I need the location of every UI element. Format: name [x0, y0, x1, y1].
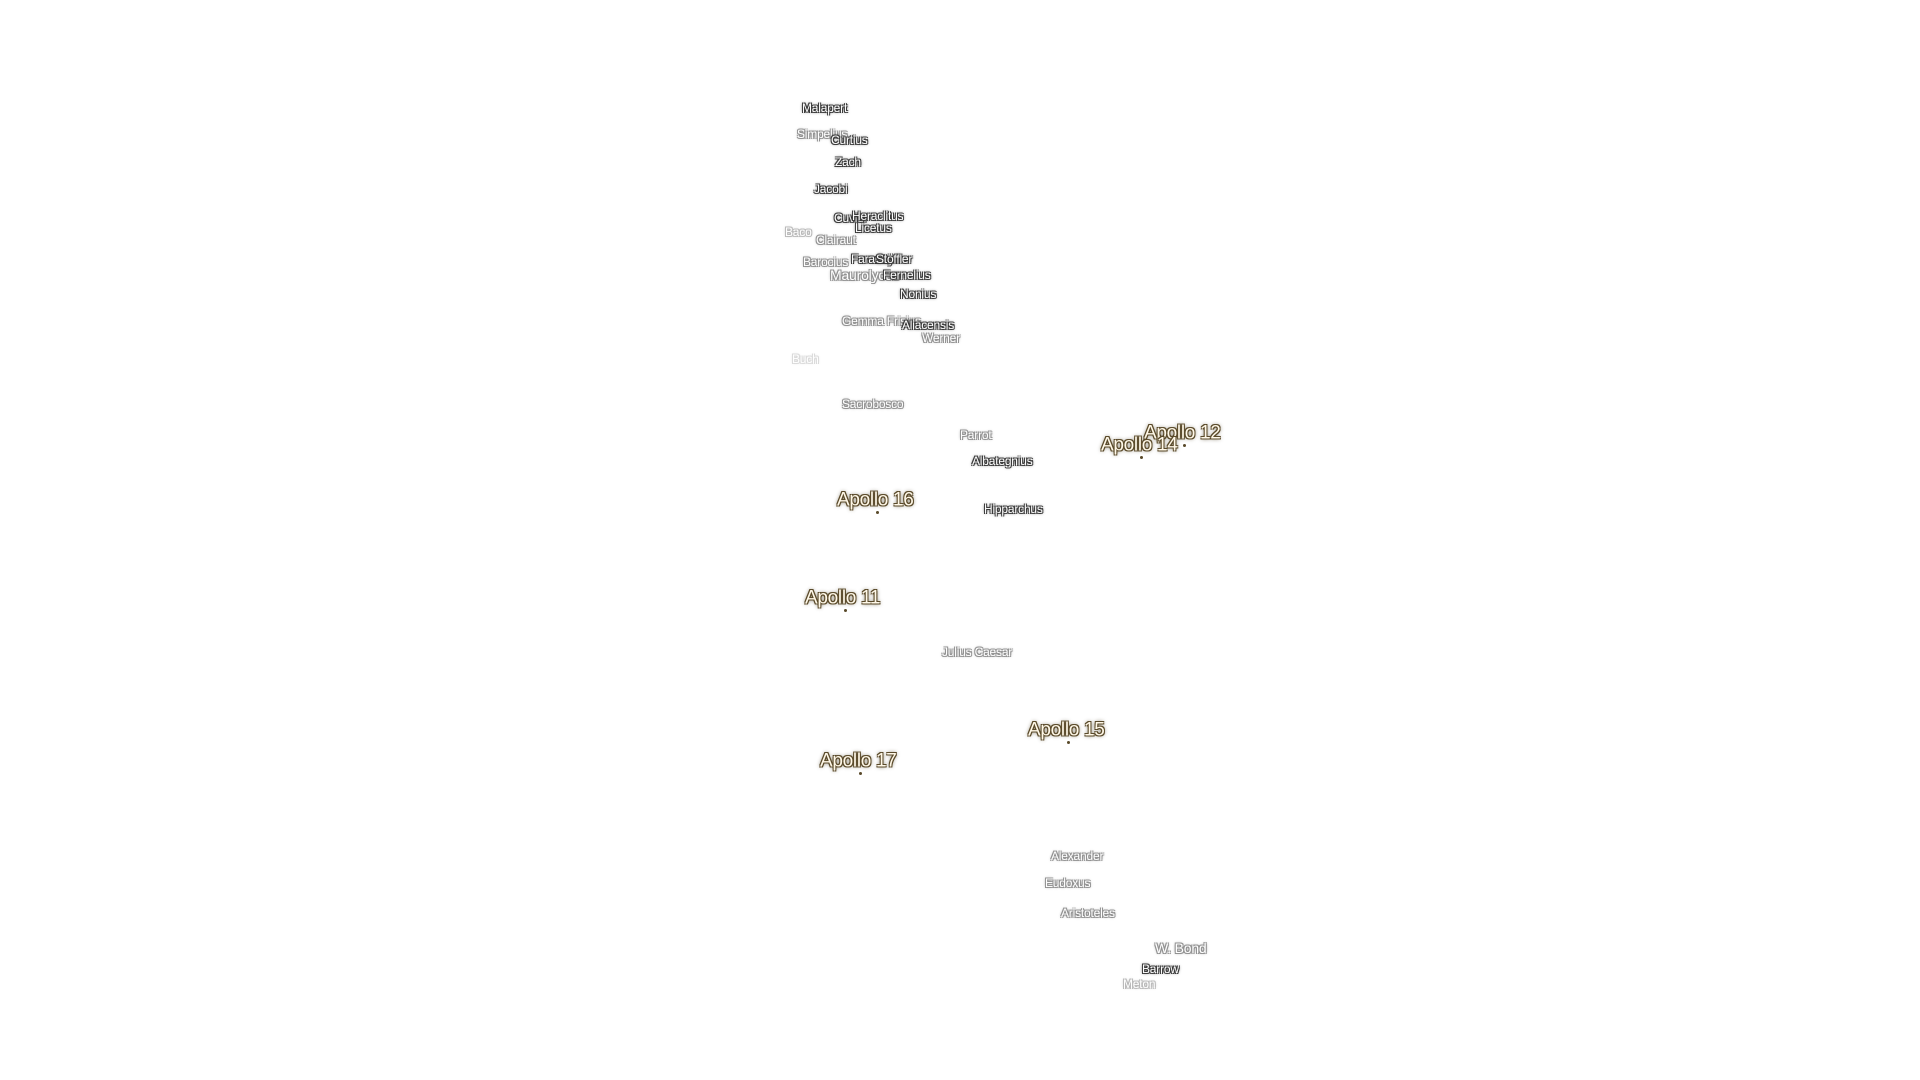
crater-label-faraday[interactable]: Faraday: [851, 252, 894, 266]
crater-label-buch[interactable]: Buch: [792, 352, 819, 366]
crater-label-nonius[interactable]: Nonius: [900, 287, 937, 301]
crater-label-hipparchus[interactable]: Hipparchus: [984, 502, 1043, 516]
apollo-12-label[interactable]: Apollo 12: [1144, 422, 1221, 444]
crater-label-aliacensis[interactable]: Aliacensis: [902, 318, 955, 332]
crater-label-barrow[interactable]: Barrow: [1142, 962, 1179, 976]
crater-label-barocius[interactable]: Barocius: [803, 255, 849, 269]
crater-label-fernelius[interactable]: Fernelius: [883, 268, 931, 282]
crater-label-eudoxus[interactable]: Eudoxus: [1045, 876, 1091, 890]
crater-label-baco[interactable]: Baco: [785, 225, 812, 239]
crater-label-maurolycus[interactable]: Maurolycus: [830, 267, 900, 283]
crater-label-clairaut[interactable]: Clairaut: [816, 233, 856, 247]
crater-label-curtius[interactable]: Curtius: [831, 133, 868, 147]
crater-label-aristoteles[interactable]: Aristoteles: [1061, 906, 1115, 920]
crater-label-sacrobosco[interactable]: Sacrobosco: [842, 397, 904, 411]
apollo-12-marker[interactable]: [1183, 444, 1186, 447]
apollo-15-marker[interactable]: [1067, 741, 1070, 744]
crater-label-zach[interactable]: Zach: [835, 155, 861, 169]
crater-label-gemma-frisius[interactable]: Gemma Frisius: [842, 314, 921, 328]
apollo-11-label[interactable]: Apollo 11: [805, 587, 881, 609]
apollo-16-marker[interactable]: [876, 511, 879, 514]
crater-label-licetus[interactable]: Licetus: [855, 221, 892, 235]
crater-label-stoffler[interactable]: Stöffler: [876, 252, 913, 266]
apollo-16-label[interactable]: Apollo 16: [837, 489, 914, 511]
crater-label-cuvier[interactable]: Cuvier: [834, 211, 868, 225]
apollo-14-label[interactable]: Apollo 14: [1101, 434, 1178, 456]
apollo-17-label[interactable]: Apollo 17: [820, 750, 897, 772]
apollo-15-label[interactable]: Apollo 15: [1028, 719, 1105, 741]
crater-label-julius-caesar[interactable]: Julius Caesar: [942, 645, 1013, 659]
crater-label-jacobi[interactable]: Jacobi: [814, 182, 848, 196]
crater-label-albategnius[interactable]: Albategnius: [972, 454, 1033, 468]
crater-label-werner[interactable]: Werner: [922, 331, 960, 345]
crater-label-malapert[interactable]: Malapert: [802, 101, 848, 115]
apollo-14-marker[interactable]: [1140, 456, 1143, 459]
crater-label-alexander[interactable]: Alexander: [1051, 849, 1104, 863]
crater-label-simpelius[interactable]: Simpelius: [797, 127, 848, 141]
crater-label-parrot[interactable]: Parrot: [960, 428, 992, 442]
apollo-11-marker[interactable]: [844, 609, 847, 612]
crater-label-heraclitus[interactable]: Heraclitus: [852, 209, 904, 223]
crater-label-w-bond[interactable]: W. Bond: [1155, 940, 1207, 956]
apollo-17-marker[interactable]: [859, 772, 862, 775]
crater-label-meton[interactable]: Meton: [1123, 977, 1156, 991]
